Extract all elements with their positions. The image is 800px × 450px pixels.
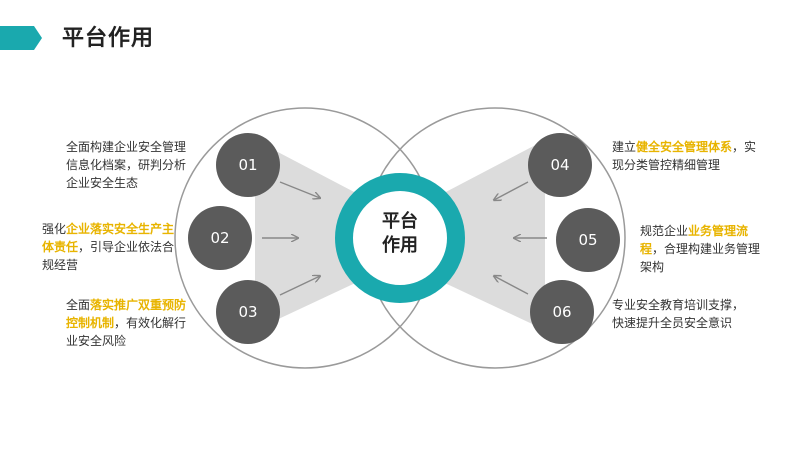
node-01-circle [216, 133, 280, 197]
desc-text: 规范企业 [640, 224, 689, 238]
center-label-line1: 平台 [382, 211, 418, 232]
desc-01: 全面构建企业安全管理信息化档案，研判分析企业安全生态 [66, 138, 192, 192]
desc-text: ，引导企业依法合规经营 [42, 240, 175, 272]
desc-05: 规范企业业务管理流程，合理构建业务管理架构 [640, 222, 772, 276]
desc-text: 专业安全教育培训支撑，快速提升全员安全意识 [612, 298, 745, 330]
desc-02: 强化企业落实安全生产主体责任，引导企业依法合规经营 [42, 220, 180, 274]
left-beam [255, 140, 400, 330]
arrow-04 [494, 181, 529, 200]
desc-03: 全面落实推广双重预防控制机制，有效化解行业安全风险 [66, 296, 192, 350]
center-label: 平台 作用 [358, 210, 442, 258]
arrow-01 [279, 181, 320, 198]
desc-highlight: 落实推广双重预防控制机制 [66, 298, 187, 330]
right-beam [400, 140, 545, 330]
center-label-line2: 作用 [382, 235, 418, 256]
desc-highlight: 企业落实安全生产主体责任 [42, 222, 175, 254]
desc-highlight: 健全安全管理体系 [636, 140, 733, 154]
node-04-circle [528, 133, 592, 197]
desc-highlight: 业务管理流程 [640, 224, 749, 256]
header-accent-bar [0, 26, 42, 50]
node-02-circle [188, 206, 252, 270]
arrow-03 [279, 276, 320, 296]
node-03-number: 03 [238, 303, 258, 321]
desc-text: 建立 [612, 140, 637, 154]
desc-text: ，合理构建业务管理架构 [640, 242, 761, 274]
node-01-number: 01 [238, 156, 258, 174]
node-04-number: 04 [550, 156, 570, 174]
center-ring [335, 173, 465, 303]
desc-text: 全面 [66, 298, 91, 312]
desc-text: ，实现分类管控精细管理 [612, 140, 757, 172]
node-03-circle [216, 280, 280, 344]
node-02-number: 02 [210, 229, 230, 247]
page-title: 平台作用 [62, 26, 155, 51]
desc-06: 专业安全教育培训支撑，快速提升全员安全意识 [612, 296, 744, 332]
node-05-circle [556, 208, 620, 272]
node-06-number: 06 [552, 303, 572, 321]
node-05-number: 05 [578, 231, 598, 249]
desc-text: 全面构建企业安全管理信息化档案，研判分析企业安全生态 [66, 140, 187, 190]
arrow-06 [494, 276, 529, 295]
desc-text: 强化 [42, 222, 67, 236]
node-06-circle [530, 280, 594, 344]
desc-text: ，有效化解行业安全风险 [66, 316, 187, 348]
desc-04: 建立健全安全管理体系，实现分类管控精细管理 [612, 138, 762, 174]
